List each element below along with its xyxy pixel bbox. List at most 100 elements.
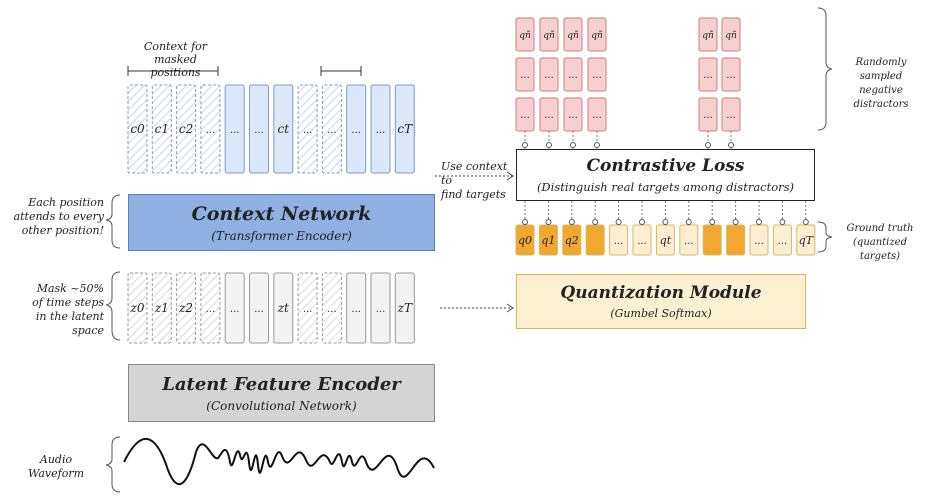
negative-cell-label: ... — [703, 70, 713, 81]
audio-label: Audio Waveform — [27, 453, 84, 480]
contrastive-loss-title: Contrastive Loss — [586, 156, 745, 176]
latent-cell — [273, 272, 294, 344]
negative-cell-label: ... — [544, 70, 554, 81]
negative-cell — [563, 57, 583, 92]
latent-cell-label: ... — [206, 304, 216, 315]
latent-cell-label: ... — [303, 304, 313, 315]
negative-cell-label: qñ — [591, 31, 603, 41]
target-cell — [585, 224, 605, 256]
negative-cell — [539, 57, 559, 92]
negative-cell-label: ... — [544, 110, 554, 121]
negative-cell-label: qñ — [567, 31, 579, 41]
context-cell-label: ... — [351, 125, 361, 136]
target-cell-label: q2 — [565, 234, 579, 247]
context-network-subtitle: (Transformer Encoder) — [211, 228, 352, 243]
latent-cell — [151, 272, 172, 344]
latent-cell — [346, 272, 367, 344]
quantization-subtitle: (Gumbel Softmax) — [610, 307, 712, 320]
context-cell — [127, 84, 148, 174]
context-cell — [176, 84, 197, 174]
negative-cell-label: ... — [520, 70, 530, 81]
target-cell-label: ... — [778, 236, 788, 247]
negative-cell-label: ... — [703, 110, 713, 121]
negative-cell-label: ... — [592, 110, 602, 121]
negative-cell — [587, 17, 607, 52]
negative-cell-label: qñ — [725, 31, 737, 41]
target-cell-label: ... — [754, 236, 764, 247]
target-cell-label: ... — [614, 236, 624, 247]
target-cell — [702, 224, 722, 256]
latent-encoder-title: Latent Feature Encoder — [162, 373, 401, 395]
contrastive-loss-subtitle: (Distinguish real targets among distract… — [536, 180, 795, 194]
context-cell — [224, 84, 245, 174]
latent-cell-label: ... — [254, 304, 264, 315]
negative-cell-label: ... — [520, 110, 530, 121]
target-cell-label: ... — [637, 236, 647, 247]
negative-cell — [721, 57, 741, 92]
context-cell-label: ... — [230, 125, 240, 136]
target-cell-label: ... — [684, 236, 694, 247]
target-vector-row: q0 q1 q2...... qt......... qT — [515, 201, 816, 256]
context-cell — [273, 84, 294, 174]
target-cell-label: q0 — [518, 234, 532, 247]
negative-cell-label: qñ — [702, 31, 714, 41]
latent-cell-label: z0 — [130, 301, 145, 315]
negative-cell-label: ... — [592, 70, 602, 81]
context-cell-label: ... — [327, 125, 337, 136]
latent-cell-label: ... — [327, 304, 337, 315]
latent-cell-label: zt — [277, 301, 289, 315]
latent-cell — [321, 272, 342, 344]
negative-cell — [515, 17, 535, 52]
latent-cell-label: ... — [230, 304, 240, 315]
target-cell — [726, 224, 746, 256]
latent-cell-label: zT — [397, 301, 413, 315]
context-cell — [249, 84, 269, 174]
latent-cell — [176, 272, 197, 344]
latent-cell-label: ... — [376, 304, 386, 315]
target-cell-label: qt — [660, 234, 672, 247]
context-cell-label: c2 — [179, 122, 193, 136]
negative-cell — [587, 57, 607, 92]
context-network-title: Context Network — [191, 202, 372, 225]
target-cell-label: qT — [799, 234, 815, 247]
context-cell — [321, 84, 342, 174]
ground-truth-label: Ground truth (quantized targets) — [846, 223, 914, 262]
context-cell-label: ... — [303, 125, 313, 136]
context-cell-label: ... — [376, 125, 386, 136]
quantization-module-box: Quantization Module (Gumbel Softmax) — [516, 274, 806, 329]
connectors — [105, 7, 833, 493]
negative-cell-label: ... — [726, 70, 736, 81]
context-cell-label: ... — [254, 125, 264, 136]
negative-distractors-label: Randomly sampled negative distractors — [853, 57, 909, 110]
context-cell-label: ct — [278, 122, 290, 136]
context-cell — [200, 84, 221, 174]
latent-cell — [224, 272, 245, 344]
context-network-box: Context Network (Transformer Encoder) — [128, 194, 435, 251]
negative-cell — [539, 17, 559, 52]
context-cell-label: ... — [206, 125, 216, 136]
negative-cell-label: qñ — [543, 31, 555, 41]
negative-cell — [563, 17, 583, 52]
use-context-label: Use context to find targets — [441, 160, 508, 201]
context-cell-label: cT — [397, 122, 413, 136]
each-position-label: Each position attends to every other pos… — [13, 196, 104, 237]
negative-cell — [698, 57, 718, 92]
negative-cell-label: ... — [568, 110, 578, 121]
quantization-title: Quantization Module — [560, 283, 762, 303]
context-cell — [151, 84, 172, 174]
latent-cell-label: z2 — [178, 301, 193, 315]
context-cell — [297, 84, 318, 174]
negative-distractor-grid: qñ...... qñ...... qñ...... qñ...... qñ......… — [515, 17, 741, 149]
negative-cell — [698, 17, 718, 52]
latent-cell-label: ... — [351, 304, 361, 315]
contrastive-loss-box: Contrastive Loss (Distinguish real targe… — [516, 149, 815, 201]
latent-encoder-box: Latent Feature Encoder (Convolutional Ne… — [128, 364, 435, 422]
latent-cell-label: z1 — [154, 301, 169, 315]
context-cell — [394, 84, 415, 174]
target-cell-label: q1 — [541, 234, 555, 247]
latent-cell — [200, 272, 221, 344]
context-cell-label: c1 — [155, 122, 169, 136]
audio-waveform — [123, 438, 435, 486]
